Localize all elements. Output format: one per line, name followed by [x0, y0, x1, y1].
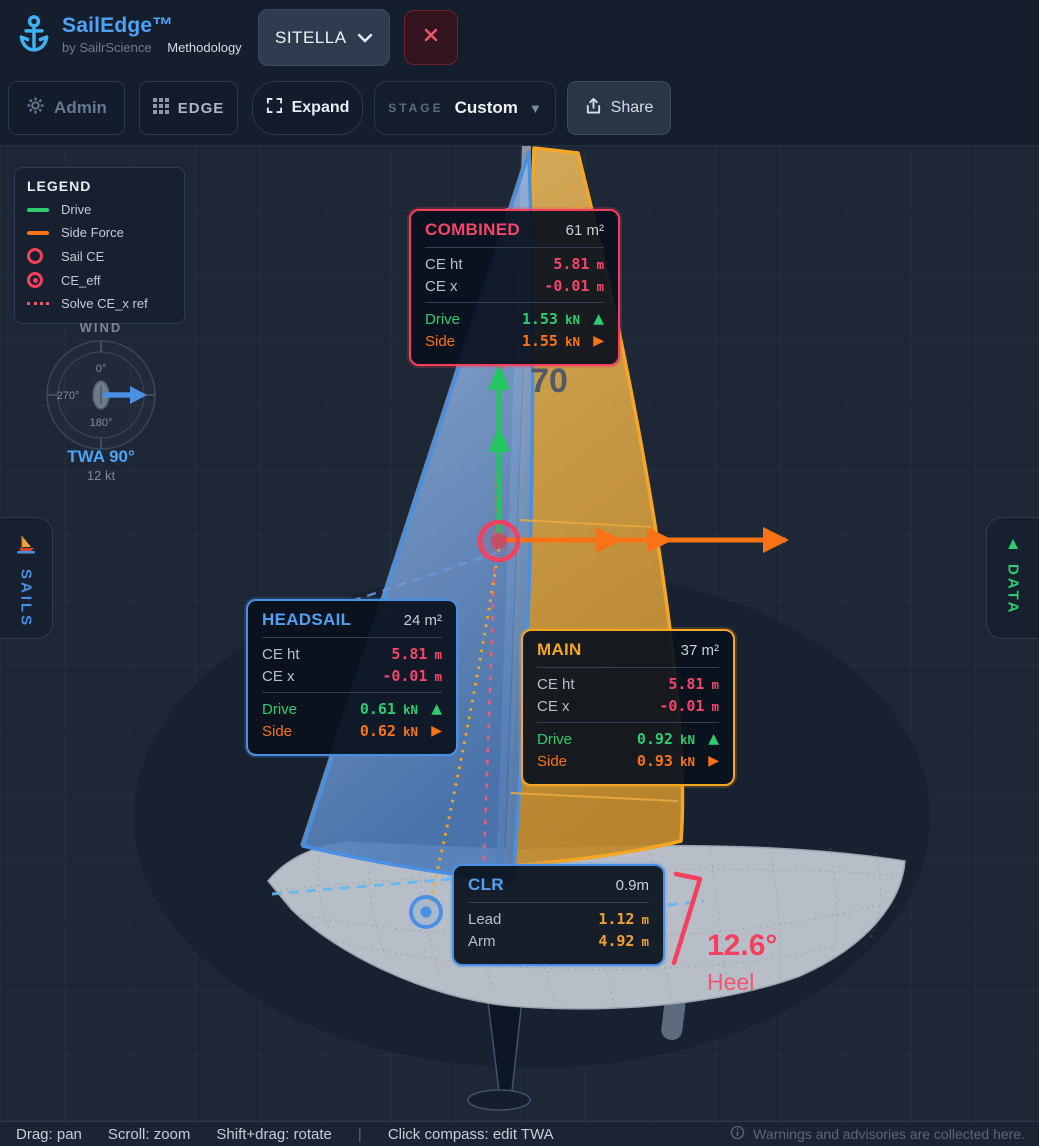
side-right-icon: ▶	[431, 723, 442, 739]
close-button[interactable]	[404, 10, 458, 65]
warnings-area[interactable]: Warnings and advisories are collected he…	[730, 1125, 1025, 1143]
grid-icon	[152, 98, 169, 118]
share-icon	[585, 97, 602, 120]
tab-data-label: DATA	[1004, 564, 1022, 616]
side-force-line-swatch	[27, 230, 49, 235]
brand: SailEdge™ by SailrScience Methodology	[12, 10, 242, 58]
anchor-icon	[12, 10, 56, 58]
panel-area: 0.9m	[615, 877, 649, 894]
stage-select[interactable]: STAGE Custom ▼	[374, 81, 556, 135]
panel-title: MAIN	[537, 640, 582, 659]
hint-compass: Click compass: edit TWA	[387, 1125, 554, 1143]
panel-area: 37 m²	[680, 642, 719, 659]
twa-value: TWA 90°	[67, 447, 135, 466]
panel-area: 61 m²	[565, 222, 604, 239]
drive-up-icon: ▲	[431, 701, 442, 717]
legend-item-sail-ce: Sail CE	[27, 248, 172, 264]
edge-label: EDGE	[177, 99, 225, 117]
dotted-line-swatch	[27, 302, 49, 305]
sail-ce-ring-swatch	[27, 248, 43, 264]
info-icon	[730, 1125, 745, 1143]
hint-drag: Drag: pan	[16, 1125, 82, 1143]
compass-tick-180: 180°	[90, 417, 113, 429]
tab-sails[interactable]: SAILS	[0, 517, 53, 639]
tab-sails-label: SAILS	[17, 569, 35, 629]
share-label: Share	[610, 99, 654, 116]
legend-item-ce-eff: CE_eff	[27, 272, 172, 288]
hint-shift-drag: Shift+drag: rotate	[216, 1125, 332, 1143]
wind-speed: 12 kt	[87, 468, 116, 483]
compass-tick-270: 270°	[57, 390, 80, 402]
drive-up-icon: ▲	[708, 731, 719, 747]
wind-arrow	[103, 386, 147, 404]
legend-item-solve-cex: Solve CE_x ref	[27, 296, 172, 311]
hint-separator: |	[357, 1125, 362, 1143]
triangle-up-icon: ▲	[1004, 534, 1022, 553]
edge-button[interactable]: EDGE	[139, 81, 238, 135]
boat-select[interactable]: SITELLA	[258, 9, 390, 66]
share-button[interactable]: Share	[567, 81, 671, 135]
panel-title: CLR	[468, 875, 504, 894]
caret-down-icon: ▼	[528, 100, 542, 116]
hint-scroll: Scroll: zoom	[107, 1125, 191, 1143]
stage-value: Custom	[454, 98, 518, 117]
status-bar: Drag: pan Scroll: zoom Shift+drag: rotat…	[0, 1121, 1039, 1146]
admin-button[interactable]: Admin	[8, 81, 125, 135]
sailboat-icon	[15, 534, 37, 559]
panel-title: HEADSAIL	[262, 610, 352, 629]
app-byline: by SailrScience	[62, 39, 152, 55]
expand-button[interactable]: Expand	[252, 81, 363, 135]
warnings-text: Warnings and advisories are collected he…	[753, 1126, 1025, 1142]
drive-up-icon: ▲	[593, 311, 604, 327]
top-bar: SailEdge™ by SailrScience Methodology SI…	[0, 0, 1039, 145]
expand-icon	[266, 97, 283, 119]
boat-select-value: SITELLA	[275, 27, 347, 47]
compass-tick-0: 0°	[96, 363, 107, 375]
app-title: SailEdge™	[62, 13, 174, 37]
panel-area: 24 m²	[403, 612, 442, 629]
ce-eff-ring-swatch	[27, 272, 43, 288]
panel-title: COMBINED	[425, 220, 520, 239]
side-right-icon: ▶	[593, 333, 604, 349]
drive-line-swatch	[27, 207, 49, 212]
tab-data[interactable]: ▲ DATA	[986, 517, 1039, 639]
stage-label: STAGE	[388, 101, 444, 115]
legend-title: LEGEND	[27, 178, 92, 194]
legend-item-drive: Drive	[27, 202, 172, 217]
chevron-down-icon	[357, 28, 373, 48]
wind-compass[interactable]: WIND 0° 270° 180° TWA 90° 12 kt	[33, 316, 171, 488]
wind-title: WIND	[80, 320, 123, 335]
expand-label: Expand	[291, 99, 350, 116]
gear-icon	[26, 96, 45, 120]
legend-item-side-force: Side Force	[27, 225, 172, 240]
legend-panel: LEGEND Drive Side Force Sail CE CE_eff S…	[14, 167, 185, 324]
side-right-icon: ▶	[708, 753, 719, 769]
methodology-link[interactable]: Methodology	[167, 39, 242, 55]
close-icon	[421, 25, 441, 50]
admin-label: Admin	[54, 98, 107, 117]
